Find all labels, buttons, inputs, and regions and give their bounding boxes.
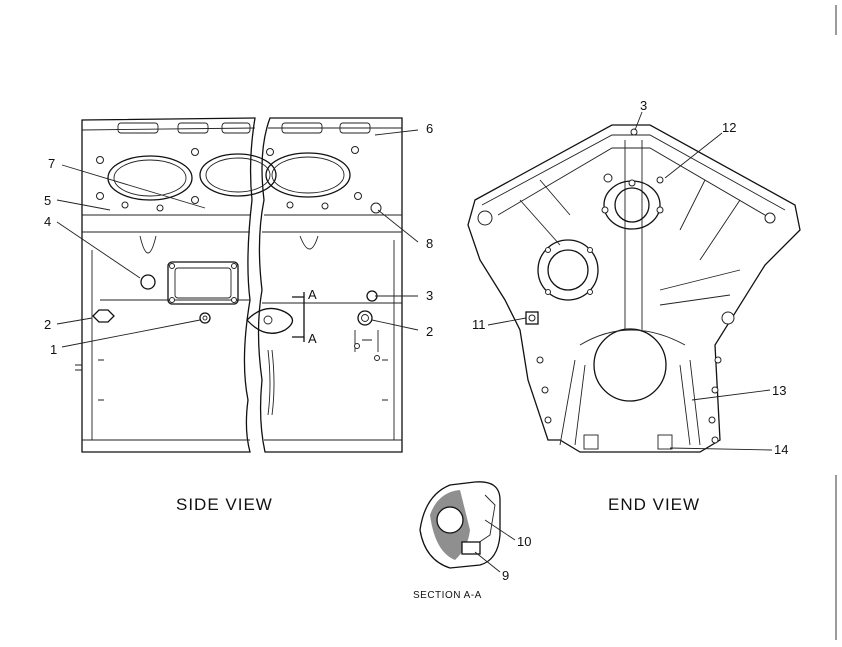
callout-2-right: 2 bbox=[426, 324, 433, 339]
callout-14: 14 bbox=[774, 442, 788, 457]
callout-4: 4 bbox=[44, 214, 51, 229]
end-view-drawing bbox=[467, 124, 801, 453]
side-view-drawing bbox=[75, 117, 403, 453]
side-view-caption: SIDE VIEW bbox=[176, 495, 273, 514]
callout-7: 7 bbox=[48, 156, 55, 171]
leader-lines bbox=[56, 111, 773, 573]
callout-10: 10 bbox=[517, 534, 531, 549]
end-view-caption: END VIEW bbox=[608, 495, 700, 514]
section-letter-a-top: A bbox=[308, 287, 317, 302]
callout-numbers: 6 7 5 4 8 3 2 2 1 3 12 11 13 14 10 9 A A bbox=[44, 98, 788, 583]
callout-3-end: 3 bbox=[640, 98, 647, 113]
callout-2-left: 2 bbox=[44, 317, 51, 332]
callout-9: 9 bbox=[502, 568, 509, 583]
section-letter-a-bottom: A bbox=[308, 331, 317, 346]
section-caption: SECTION A-A bbox=[413, 590, 482, 601]
callout-3-side: 3 bbox=[426, 288, 433, 303]
callout-11: 11 bbox=[472, 317, 486, 332]
callout-6: 6 bbox=[426, 121, 433, 136]
callout-12: 12 bbox=[722, 120, 736, 135]
callout-13: 13 bbox=[772, 383, 786, 398]
section-aa-drawing bbox=[419, 481, 501, 569]
callout-8: 8 bbox=[426, 236, 433, 251]
callout-5: 5 bbox=[44, 193, 51, 208]
callout-1: 1 bbox=[50, 342, 57, 357]
